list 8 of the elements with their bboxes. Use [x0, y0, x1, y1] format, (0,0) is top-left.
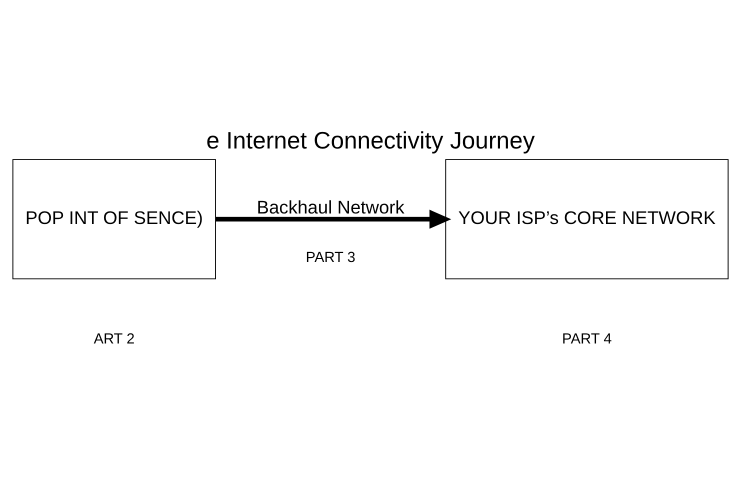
- node-box: YOUR ISP’s CORE NETWORK: [445, 158, 729, 279]
- diagram-title: e Internet Connectivity Journey: [206, 126, 535, 154]
- label: PART 3: [306, 250, 356, 266]
- node-box: POP INT OF SENCE): [12, 158, 216, 279]
- node-label: PART 4: [562, 331, 612, 348]
- node-label: ART 2: [94, 331, 135, 348]
- arrow: [216, 209, 452, 228]
- edge-label: Backhaul Network: [256, 196, 404, 218]
